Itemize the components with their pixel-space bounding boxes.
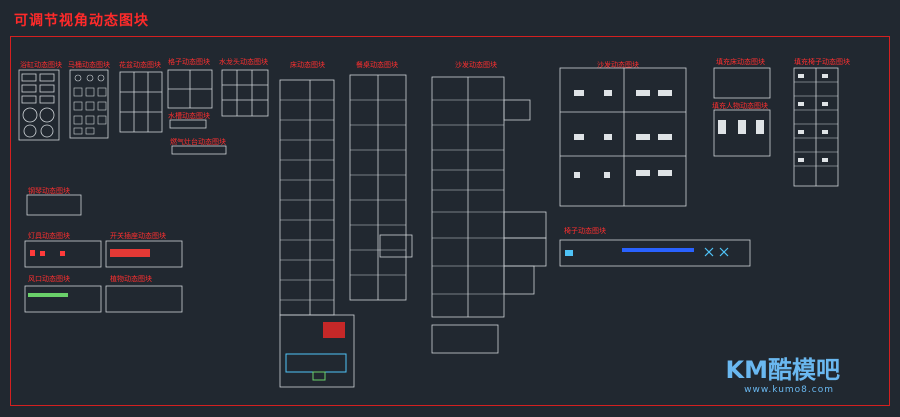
drawing-frame — [10, 36, 890, 406]
label-switch: 开关插座动态图块 — [110, 232, 166, 240]
label-faucet: 水龙头动态图块 — [219, 58, 268, 66]
label-door: 钢琴动态图块 — [28, 187, 70, 195]
label-bed: 床动态图块 — [290, 61, 325, 69]
label-toilet: 马桶动态图块 — [68, 61, 110, 69]
label-sofa: 沙发动态图块 — [455, 61, 497, 69]
colored-symbols — [28, 247, 729, 381]
label-chair: 椅子动态图块 — [564, 227, 606, 235]
label-fill-bed: 填充床动态图块 — [716, 58, 765, 66]
label-dining: 餐桌动态图块 — [356, 61, 398, 69]
label-bath: 浴缸动态图块 — [20, 61, 62, 69]
label-fill-person: 填充人物动态图块 — [712, 102, 768, 110]
label-plant: 植物动态图块 — [110, 275, 152, 283]
label-lamp: 灯具动态图块 — [28, 232, 70, 240]
label-fill-chair: 填充椅子动态图块 — [794, 58, 850, 66]
label-sofa2: 沙发动态图块 — [597, 61, 639, 69]
page-title: 可调节视角动态图块 — [14, 13, 149, 29]
watermark-url: www.kumo8.com — [744, 385, 834, 395]
bath-symbols — [21, 73, 55, 138]
label-gas: 燃气灶台动态图块 — [170, 138, 226, 146]
label-window: 风口动态图块 — [28, 275, 70, 283]
label-sink: 水槽动态图块 — [168, 112, 210, 120]
label-flower: 花盆动态图块 — [119, 61, 161, 69]
label-shelf: 格子动态图块 — [168, 58, 210, 66]
watermark-logo: KM酷模吧 — [725, 356, 840, 384]
